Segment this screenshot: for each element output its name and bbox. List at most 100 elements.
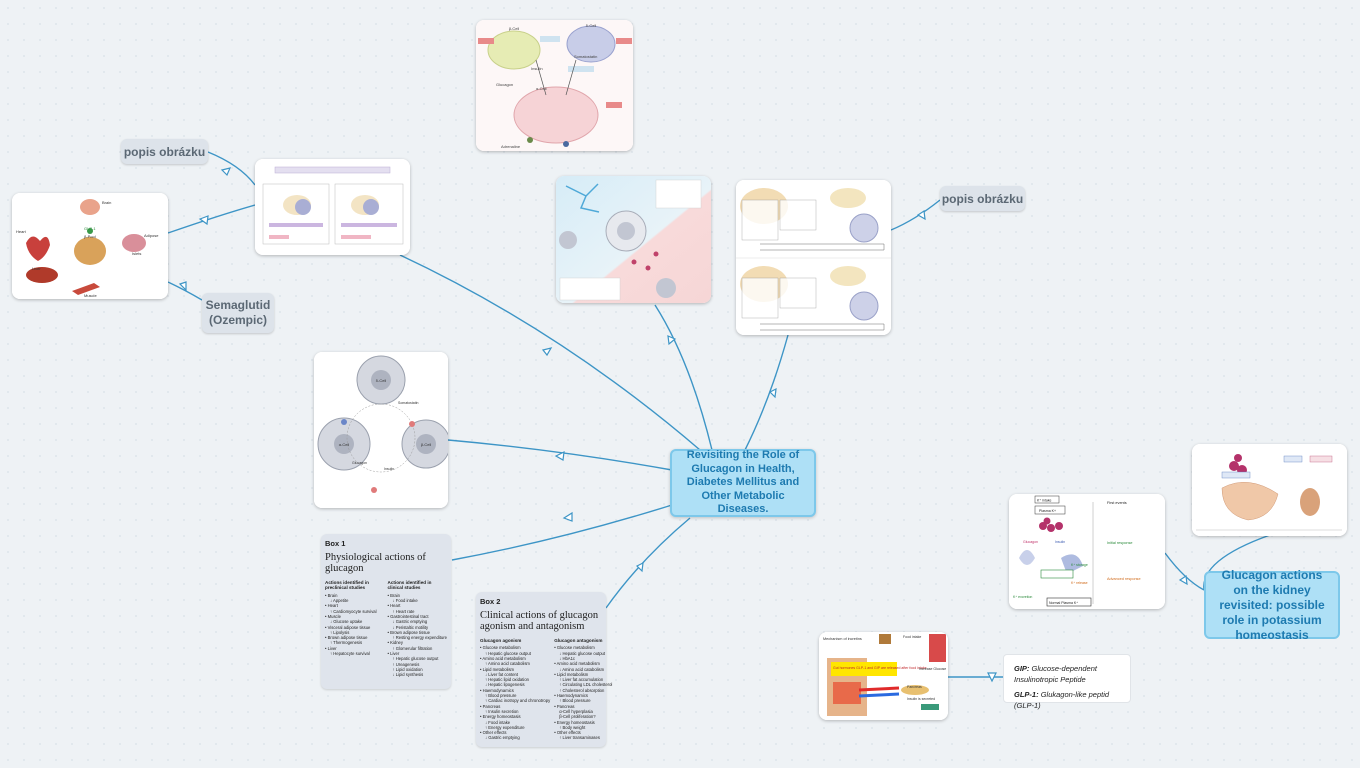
label-glucagon: Glucagon [496,82,513,87]
box-list-item: ↑ Hepatic glucose output [392,656,439,662]
box1-physiological-actions[interactable]: Box 1 Physiological actions of glucagon … [321,534,451,689]
label-islet-beta: β-Cell [421,442,432,447]
central-topic-text: Revisiting the Role of Glucagon in Healt… [686,449,800,516]
label-islet-glucagon: Glucagon [352,461,367,465]
box2-col-agonism: Glucagon agonism • Glucose metabolism↑ H… [480,638,551,741]
figure-neuron-signaling[interactable] [556,176,711,303]
box-list-item: ↑ Hepatic glucose output [485,650,531,656]
label-k-intake: K⁺ intake [1037,499,1052,503]
label-islet-somatostatin: Somatostatin [398,401,418,405]
connector-central-to-box2 [605,517,691,609]
box-list-item: • Energy homeostasis [480,714,521,720]
box2-title: Clinical actions of glucagon agonism and… [480,610,599,632]
connector-flow-to-popis [207,151,256,186]
box-list-item: ↓ Glucose uptake [330,619,363,625]
label-k-excretion: K⁺ excretion [1013,595,1032,599]
label-glp1: GLP-1 [84,226,96,231]
label-islet-alpha: α-Cell [339,442,350,447]
label-normal-plasma-k: Normal Plasma K⁺ [1049,601,1078,605]
gip-abbr: GIP: [1014,664,1030,673]
box-list-item: ↓ Lipid synthesis [392,672,424,678]
box-list-item: ↓ Liver fat content [485,671,519,677]
connector-semaglutid-to-brain [167,281,203,301]
label-brain: Brain [102,200,111,205]
box2-clinical-actions[interactable]: Box 2 Clinical actions of glucagon agoni… [476,592,612,747]
box-list-item: ↑ Cholesterol absorption [559,687,605,693]
box-list-item: • Liver [387,651,400,657]
topic-semaglutid[interactable]: Semaglutid (Ozempic) [202,293,274,333]
box-list-item: • Heart [325,603,338,609]
box-list-item: ↑ Insulin secretion [485,708,519,714]
label-islets: Islets [132,251,141,256]
box-list-item: • Lipid metabolism [554,671,589,677]
connector-kidney-to-potassium [1164,552,1205,591]
connector-central-to-neuron-figure [654,304,713,451]
label-adrenaline: Adrenaline [501,144,521,149]
figure-liver-kidney[interactable] [736,180,891,335]
box-list-item: ↑ Energy expenditure [485,724,525,730]
box-list-item: • Liver [325,645,337,651]
box-list-item: • Energy homeostasis [554,719,595,725]
incretin-mechanism-illustration: Mechanism of incretins Gut hormones GLP-… [819,632,948,720]
box2-head: Box 2 [480,597,501,606]
figure-renal-physiology[interactable] [1192,444,1347,536]
label-plasma-k: Plasma K+ [1039,509,1056,513]
box-list-item: • Kidney [387,640,403,646]
label-alpha-cell: α-Cell [536,86,547,91]
label-muscle: Muscle [84,293,97,298]
box-list-item: • Haemodynamics [480,687,514,693]
label-increase-glucose: Increase Glucose [919,667,946,671]
renal-physiology-illustration [1192,444,1347,536]
note-gip-glp1-definitions[interactable]: GIP: Glucose-dependent Insulinotropic Pe… [1003,654,1131,710]
pancreatic-cells-illustration: β-Cell δ-Cell α-Cell Insulin Glucagon So… [476,20,633,151]
topic-glucagon-kidney[interactable]: Glucagon actions on the kidney revisited… [1204,568,1340,642]
box-list-item: • Other effects [480,730,507,736]
box-list-item: ↓ Hepatic glucose output [559,650,606,656]
box-list-item: ↑ Amino acid catabolism [485,661,530,667]
label-adipose: Adipose [144,233,159,238]
central-topic[interactable]: Revisiting the Role of Glucagon in Healt… [670,449,816,517]
box-list-item: ↓ HbA1c [559,656,576,661]
box-list-item: ↑ Glomerular filtration [392,645,433,651]
label-insulin-secreted: Insulin is secreted [907,697,935,701]
box-list-item: β-Cell proliferation? [559,714,596,720]
box-list-item: ↑ Resting energy expenditure [392,635,447,641]
label-liver: Liver [32,266,41,271]
label-beta-cell: β-Cell [509,26,520,31]
box-list-item: ↓ Appetite [330,598,349,604]
topic-popis-obrazku-left[interactable]: popis obrázku [121,139,208,164]
figure-incretin-mechanism[interactable]: Mechanism of incretins Gut hormones GLP-… [819,632,948,720]
box-list-item: ↓ Hepatic lipogenesis [485,682,525,688]
box-list-item: ↑ Cardiomyocyte survival [330,608,377,614]
box-list-item: ↓ Amino acid catabolism [559,666,605,672]
box-list-item: • Lipid metabolism [480,666,515,672]
figure-islet-cells[interactable]: δ-Cell α-Cell β-Cell Insulin Glucagon So… [314,352,448,508]
gip-text: Glucose-dependent [1031,664,1097,673]
figure-glp1-organs[interactable]: Brain Heart GLP-1 β-Pool Liver Muscle Ad… [12,193,168,299]
figure-potassium-homeostasis[interactable]: K⁺ intake Plasma K+ Glucagon Insulin K⁺ … [1009,494,1165,609]
box2-col-antagonism: Glucagon antagonism • Glucose metabolism… [554,638,613,741]
label-heart: Heart [16,229,27,234]
box-list-item: α-Cell hyperplasia [559,708,593,714]
figure-pancreatic-cells[interactable]: β-Cell δ-Cell α-Cell Insulin Glucagon So… [476,20,633,151]
potassium-homeostasis-illustration: K⁺ intake Plasma K+ Glucagon Insulin K⁺ … [1009,494,1165,609]
label-islet-delta: δ-Cell [376,378,387,383]
box-list-item: • Heart [387,603,401,609]
label-insulin: Insulin [531,66,543,71]
box-list-item: • Amino acid metabolism [480,656,526,661]
connector-central-to-box1 [451,504,673,561]
topic-popis-obrazku-right[interactable]: popis obrázku [940,186,1025,211]
connector-central-to-liver-figure [744,334,789,451]
label-somatostatin: Somatostatin [574,54,597,59]
box-list-item: • Visceral adipose tissue [325,624,371,630]
box-list-item: ↑ Hepatic lipid oxidation [485,677,529,683]
figure-preproglucagon[interactable] [255,159,410,255]
box-list-item: ↑ Ureagenesis [392,661,420,667]
box1-head: Box 1 [325,539,346,548]
box-list-item: ↑ Liver fat accumulation [559,677,604,683]
box-list-item: • Gastrointestinal tract [387,614,429,619]
label-food-intake: Food intake [903,635,921,639]
label-k-storage: K⁺ storage [1071,563,1088,567]
glp-text: Glukagon-like peptid (GLP-1) [1014,690,1110,710]
neuron-signaling-illustration [556,176,711,303]
